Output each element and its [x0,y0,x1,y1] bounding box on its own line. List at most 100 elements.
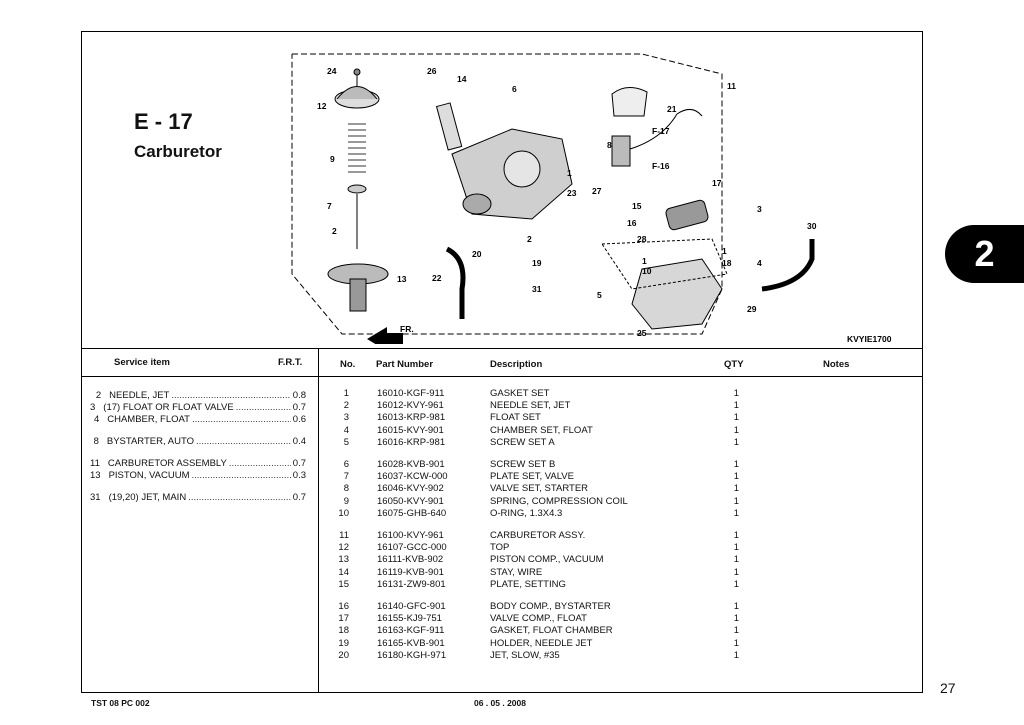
cell-desc: SPRING, COMPRESSION COIL [490,495,628,507]
part-number-header: Part Number [376,359,434,370]
cell-pn: 16155-KJ9-751 [377,613,442,625]
cell-no: 1 [343,388,349,399]
cell-pn: 16075-GHB-640 [377,507,447,519]
cell-pn: 16163-KGF-911 [377,625,445,637]
cell-no: 4 [343,424,349,436]
service-item: 31(19,20) JET, MAIN ....................… [90,492,306,503]
cell-pn: 16046-KVY-902 [377,483,444,495]
cell-pn: 16165-KVB-901 [377,637,445,649]
no-header: No. [340,359,356,370]
float-chamber-part [601,238,728,330]
parts-header-line [319,376,922,377]
cell-pn: 16012-KVY-961 [377,400,444,412]
ref-label: F-17 [652,126,670,136]
svg-text:22: 22 [432,273,442,283]
cell-no: 8 [343,483,349,495]
svg-text:24: 24 [327,66,337,76]
cell-desc: VALVE COMP., FLOAT [490,613,587,625]
cell-pn: 16111-KVB-902 [377,554,444,566]
cell-qty: 1 [733,424,739,436]
cell-no: 12 [338,542,349,554]
cell-no: 7 [343,471,349,483]
cell-no: 5 [343,436,349,448]
bystarter-part [611,87,703,167]
page-title: Carburetor [134,142,222,161]
cell-no: 13 [338,554,349,566]
cell-qty: 1 [733,412,739,424]
cell-desc: O-RING, 1.3X4.3 [490,507,563,519]
cell-no: 18 [338,625,349,637]
cell-no: 15 [338,578,349,590]
svg-text:11: 11 [727,81,736,91]
svg-text:29: 29 [747,304,757,314]
cell-pn: 16010-KGF-911 [377,388,445,399]
cell-no: 6 [343,459,349,470]
carb-top-part [334,68,380,109]
svg-text:5: 5 [597,290,602,300]
svg-text:17: 17 [712,178,722,188]
cell-no: 16 [338,601,349,612]
cell-no: 19 [338,637,349,649]
cell-no: 2 [343,400,349,412]
cell-desc: FLOAT SET [490,412,541,424]
svg-text:15: 15 [632,201,642,211]
description-header: Description [490,359,543,370]
section-code: E - 17 [134,109,193,134]
cell-qty: 1 [733,554,739,566]
svg-text:31: 31 [532,284,542,294]
cell-pn: 16140-GFC-901 [377,601,446,612]
cell-desc: VALVE SET, STARTER [490,483,589,495]
svg-text:30: 30 [807,221,817,231]
cell-desc: CARBURETOR ASSY. [490,530,586,541]
cell-qty: 1 [733,530,739,541]
cell-no: 14 [338,566,349,578]
ref-label: F-16 [652,161,670,171]
cell-qty: 1 [733,459,739,470]
cell-desc: PISTON COMP., VACUUM [490,554,604,566]
cell-qty: 1 [733,471,739,483]
cell-desc: SCREW SET A [490,436,555,448]
page-frame: E - 17 Carburetor [81,31,923,693]
cell-pn: 16119-KVB-901 [377,566,444,578]
service-header-line [82,376,318,377]
cell-no: 17 [338,613,349,625]
cell-pn: 16037-KCW-000 [377,471,448,483]
cell-qty: 1 [733,613,739,625]
svg-text:2: 2 [527,234,532,244]
cell-no: 10 [338,507,349,519]
cell-qty: 1 [733,400,739,412]
cell-pn: 16107-GCC-000 [377,542,447,554]
cell-desc: PLATE SET, VALVE [490,471,574,483]
cell-desc: GASKET SET [490,388,550,399]
notes-header: Notes [823,359,850,370]
cell-no: 20 [338,649,349,661]
cell-qty: 1 [733,649,739,661]
svg-text:4: 4 [757,258,762,268]
carburetor-exploded-diagram: FR. F-17 F-16 24 12 9 7 2 13 26 14 6 23 … [291,53,892,344]
cell-pn: 16100-KVY-961 [377,530,444,541]
cell-pn: 16180-KGH-971 [377,649,447,661]
svg-text:2: 2 [332,226,337,236]
svg-text:14: 14 [457,74,467,84]
vacuum-piston-part [327,263,389,312]
qty-header: QTY [724,359,744,370]
frt-header: F.R.T. [278,357,303,368]
cell-desc: TOP [490,542,510,554]
cell-qty: 1 [733,483,739,495]
svg-text:19: 19 [532,258,542,268]
cell-pn: 16131-ZW9-801 [377,578,446,590]
cell-pn: 16016-KRP-981 [377,436,446,448]
cell-desc: NEEDLE SET, JET [490,400,571,412]
page-number: 27 [940,680,956,696]
print-date: 06 . 05 . 2008 [474,698,526,708]
svg-text:23: 23 [567,188,577,198]
front-arrow-icon: FR. [367,324,414,344]
callout-numbers: 24 12 9 7 2 13 26 14 6 23 1 27 15 16 28 … [317,66,817,338]
cell-pn: 16013-KRP-981 [377,412,446,424]
svg-text:18: 18 [722,258,732,268]
svg-text:25: 25 [637,328,647,338]
cell-desc: PLATE, SETTING [490,578,566,590]
svg-text:10: 10 [642,266,652,276]
